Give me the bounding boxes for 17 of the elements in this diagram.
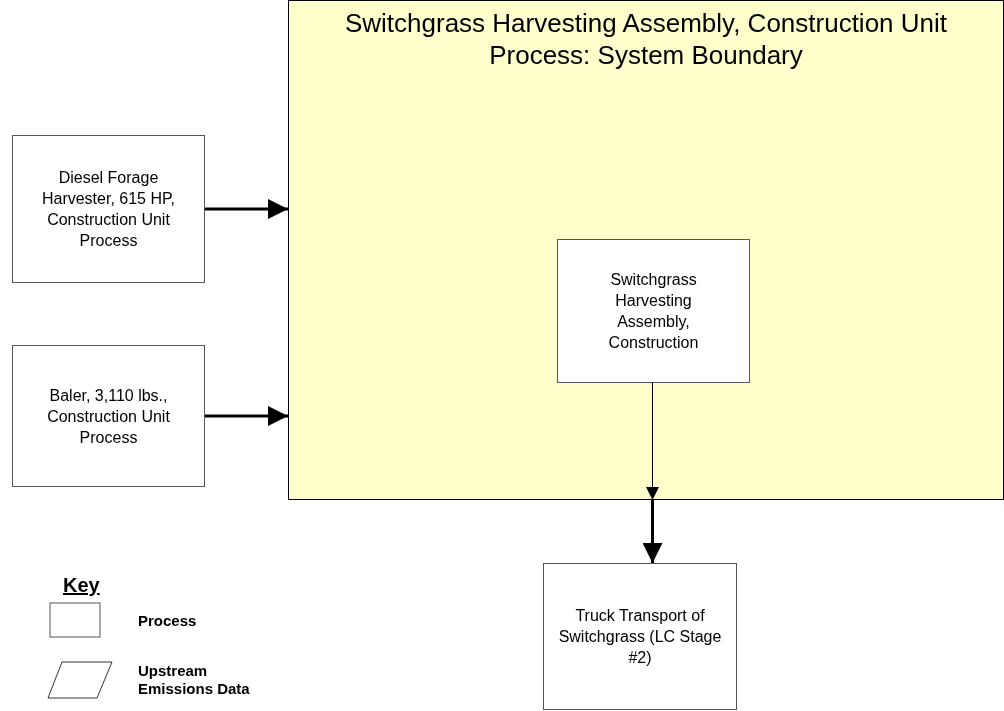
system-boundary-box — [288, 0, 1004, 500]
key-heading: Key — [63, 573, 100, 598]
node-text: Baler, 3,110 lbs., Construction Unit Process — [46, 385, 171, 448]
process-box — [557, 239, 750, 383]
arrow — [205, 406, 288, 426]
node-text: Switchgrass Harvesting Assembly, Construction — [607, 270, 700, 353]
arrow — [205, 199, 288, 219]
process-box — [12, 135, 205, 283]
node-text: Switchgrass Harvesting Assembly, Construction Unit Process: System Boundary — [343, 7, 949, 71]
process-box — [12, 345, 205, 487]
process-box — [543, 563, 737, 710]
arrow — [646, 381, 659, 501]
arrow — [642, 500, 663, 563]
legend-label: Process — [138, 612, 198, 630]
legend-label: Upstream Emissions Data — [138, 662, 251, 698]
node-text: Diesel Forage Harvester, 615 HP, Construction Unit Process — [40, 168, 177, 251]
node-text: Truck Transport of Switchgrass (LC Stage #2) — [557, 606, 723, 668]
